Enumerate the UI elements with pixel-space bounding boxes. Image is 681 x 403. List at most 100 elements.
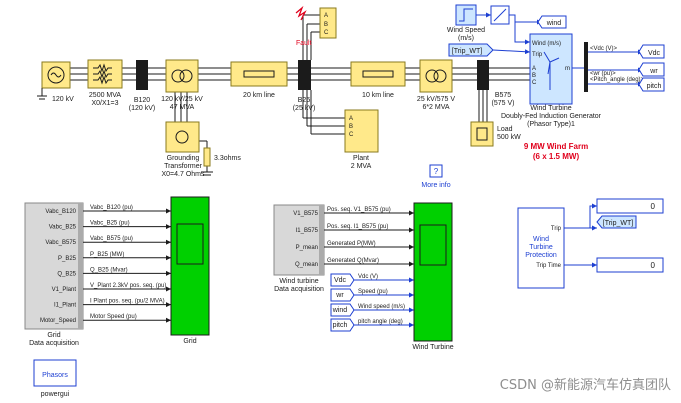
more-info-block[interactable]: ? More info	[421, 164, 451, 189]
protection-label-2: Turbine	[529, 244, 553, 251]
wt-port-a: A	[532, 66, 536, 72]
equivalent-label-2: X0/X1=3	[91, 100, 118, 107]
load-500kw[interactable]: Load 500 kW	[470, 121, 521, 147]
grid-scope[interactable]: Grid	[170, 196, 210, 345]
wt-daq-label-1: Wind turbine	[279, 278, 318, 285]
plant-port-c: C	[349, 132, 354, 138]
wt-port-wind: Wind (m/s)	[532, 41, 561, 47]
from-tag-label: wr	[335, 292, 344, 299]
from-tag-label: pitch	[333, 322, 348, 329]
trip-display[interactable]: 0	[596, 198, 664, 214]
grid-signal-label: Vabc_B25 (pu)	[90, 221, 130, 227]
trip-display-value: 0	[651, 202, 656, 211]
from-signal-label: Speed (pu)	[358, 289, 388, 295]
grid-daq-port: Vabc_B575	[45, 240, 76, 246]
from-trip-wt[interactable]: [Trip_WT]	[448, 43, 494, 57]
grid-daq-port: I1_Plant	[54, 303, 76, 309]
from-signal-label: Vdc (V)	[358, 274, 378, 280]
transformer-120kv-25kv[interactable]: 120 kV/25 kV 47 MVA	[161, 59, 203, 111]
grounding-transformer[interactable]: Grounding Transformer X0=4.7 Ohms 3.3ohm…	[162, 121, 242, 178]
grid-scope-label: Grid	[183, 338, 196, 345]
wt-daq-port: V1_B575	[293, 211, 318, 217]
wt-output-bus	[572, 42, 643, 92]
equivalent-impedance-block[interactable]: 2500 MVA X0/X1=3	[87, 59, 123, 107]
trip-time-display[interactable]: 0	[596, 257, 664, 273]
load-label-1: Load	[497, 126, 513, 133]
fault-block[interactable]: A B C Fault	[295, 5, 337, 47]
fault-label: Fault	[296, 40, 312, 47]
powergui-mode: Phasors	[42, 372, 68, 379]
help-icon: ?	[434, 167, 439, 176]
plant-label-2: 2 MVA	[351, 163, 372, 170]
resistor-label: 3.3ohms	[214, 155, 241, 162]
wt-subtitle-1: Doubly-Fed Induction Generator	[501, 113, 602, 120]
grounding-label-1: Grounding	[167, 155, 200, 162]
goto-vdc[interactable]: Vdc	[638, 44, 665, 59]
line20-label: 20 km line	[243, 92, 275, 99]
grid-signal-label: Motor Speed (pu)	[90, 314, 137, 320]
wt-signal-label: Pos. seq. I1_B575 (pu)	[327, 224, 388, 230]
from-tag-pitch[interactable]	[330, 318, 355, 332]
rate-limiter-block[interactable]	[490, 5, 510, 25]
b25-label-2: (25 kV)	[293, 105, 316, 112]
wt-signal-label: Pos. seq. V1_B575 (pu)	[327, 207, 391, 213]
demux-wr-label: <wr (pu)>	[590, 71, 616, 77]
plant-port-a: A	[349, 116, 353, 122]
transformer1-label-1: 120 kV/25 kV	[161, 96, 203, 103]
plant-label-1: Plant	[353, 155, 369, 162]
bus-b25[interactable]: B25 (25 kV)	[293, 60, 316, 112]
from-tag-Vdc[interactable]	[330, 273, 355, 287]
source-label: 120 kV	[52, 96, 74, 103]
from-tag-wr[interactable]	[330, 288, 355, 302]
line-20km[interactable]: 20 km line	[230, 61, 288, 99]
grid-signal-label: Q_B25 (Mvar)	[90, 267, 128, 273]
protection-out-trip: Trip	[551, 226, 562, 232]
grid-daq-port: Vabc_B120	[45, 209, 76, 215]
grid-data-acquisition[interactable]	[24, 202, 84, 330]
wind-turbine-icon	[543, 51, 560, 90]
transformer-25kv-575v[interactable]: 25 kV/575 V 6*2 MVA	[417, 59, 455, 111]
wind-turbine-dfig[interactable]: Wind (m/s) Trip A B C m Wind Turbine Dou…	[501, 33, 602, 128]
load-label-2: 500 kW	[497, 134, 521, 141]
plant-block[interactable]: A B C Plant 2 MVA	[344, 109, 379, 170]
demux-pitch-label: <Pitch_angle (deg)>	[590, 77, 645, 83]
b575-label-2: (575 V)	[492, 100, 515, 107]
from-tag-label: Vdc	[334, 277, 347, 284]
goto-wind[interactable]: wind	[537, 15, 567, 29]
wt-port-b: B	[532, 73, 536, 79]
wt-scope-label: Wind Turbine	[412, 344, 453, 351]
wt-port-m: m	[565, 66, 570, 72]
grounding-resistor[interactable]	[203, 147, 211, 167]
transformer1-label-2: 47 MVA	[170, 104, 195, 111]
powergui-block[interactable]: Phasors powergui	[33, 359, 77, 398]
bus-b575[interactable]: B575 (575 V)	[477, 60, 514, 107]
grid-daq-port: Vabc_B25	[49, 225, 77, 231]
wind-farm-subtitle: (6 x 1.5 MW)	[533, 152, 580, 161]
goto-wr[interactable]: wr	[638, 62, 665, 77]
bus-b120[interactable]: B120 (120 kV)	[129, 60, 155, 112]
grid-daq-port: P_B25	[58, 256, 77, 262]
goto-trip-wt[interactable]: [Trip_WT]	[596, 215, 637, 229]
grid-daq-port: Q_B25	[57, 271, 76, 277]
fault-port-b: B	[324, 22, 328, 28]
from-tag-label: wind	[332, 307, 348, 314]
trip-signal-wire	[492, 49, 531, 55]
goto-pitch[interactable]: pitch	[638, 77, 665, 92]
b25-label-1: B25	[298, 97, 311, 104]
b575-label-1: B575	[495, 92, 511, 99]
voltage-source-120kv[interactable]: 120 kV	[37, 61, 74, 103]
wind-turbine-scope[interactable]: Wind Turbine	[412, 202, 454, 351]
wind-turbine-protection[interactable]: Wind Turbine Protection Trip Trip Time	[517, 207, 565, 289]
main-bus-wires	[70, 14, 530, 176]
wt-signal-label: Generated Q(Mvar)	[327, 258, 379, 264]
from-tag-wind[interactable]	[330, 303, 355, 317]
wind-speed-block[interactable]: Wind Speed (m/s)	[447, 4, 485, 42]
wt-data-acquisition[interactable]	[273, 204, 325, 276]
watermark-text: CSDN @新能源汽车仿真团队	[499, 378, 671, 393]
grounding-label-3: X0=4.7 Ohms	[162, 171, 205, 178]
fault-port-a: A	[324, 13, 328, 19]
grid-daq-label-1: Grid	[47, 332, 60, 339]
line-10km[interactable]: 10 km line	[350, 61, 406, 99]
